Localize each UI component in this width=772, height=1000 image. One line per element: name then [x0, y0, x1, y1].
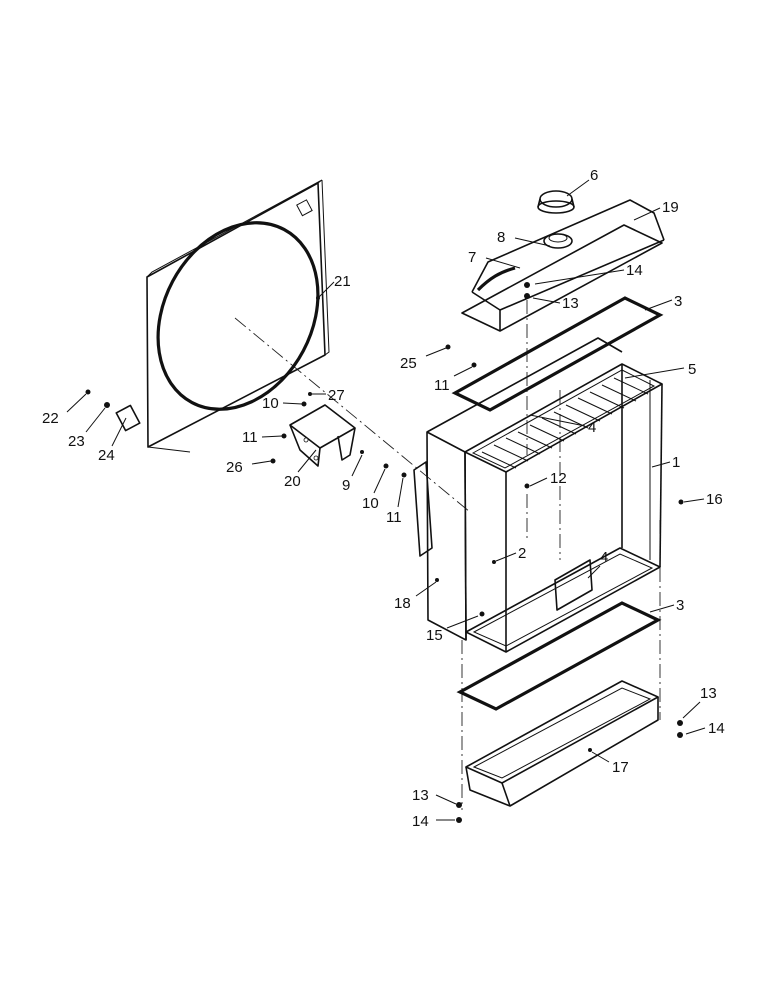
callout-11-bracket: 11 [242, 429, 258, 446]
callout-17: 17 [612, 759, 629, 776]
callout-10-side: 10 [362, 495, 379, 512]
mounting-bracket [289, 404, 356, 467]
callout-8: 8 [497, 229, 505, 246]
callout-14-top: 14 [626, 262, 643, 279]
callout-9: 9 [342, 477, 350, 494]
callout-23: 23 [68, 433, 85, 450]
callout-18: 18 [394, 595, 411, 612]
core-fins [481, 377, 649, 469]
side-seal [413, 461, 433, 557]
callout-20: 20 [284, 473, 301, 490]
filler-cap [537, 190, 575, 214]
callout-19: 19 [662, 199, 679, 216]
callout-25: 25 [400, 355, 417, 372]
bottom-gasket [456, 601, 662, 711]
callout-13-bottom: 13 [412, 787, 429, 804]
fasteners [85, 282, 684, 823]
callout-11-top: 11 [434, 377, 450, 394]
callout-7: 7 [468, 249, 476, 266]
callout-12: 12 [550, 470, 567, 487]
bottom-tank [465, 680, 659, 807]
callout-11-side: 11 [386, 509, 402, 526]
callout-24: 24 [98, 447, 115, 464]
callout-10-bracket: 10 [262, 395, 279, 412]
callout-2: 2 [518, 545, 526, 562]
callout-21: 21 [334, 273, 351, 290]
callout-15: 15 [426, 627, 443, 644]
callout-13-top: 13 [562, 295, 579, 312]
callout-14-right: 14 [708, 720, 725, 737]
callout-1: 1 [672, 454, 680, 471]
callout-3-top: 3 [674, 293, 682, 310]
callout-6: 6 [590, 167, 598, 184]
callouts: 6 19 8 7 14 13 3 21 25 11 5 27 10 22 23 … [42, 167, 725, 830]
callout-4-bottom: 4 [600, 549, 608, 566]
callout-26: 26 [226, 459, 243, 476]
callout-13-right: 13 [700, 685, 717, 702]
leader-lines [66, 179, 706, 821]
callout-3-bottom: 3 [676, 597, 684, 614]
radiator-core [426, 337, 663, 653]
fan-shroud [115, 179, 330, 453]
callout-14-bottom: 14 [412, 813, 429, 830]
callout-16: 16 [706, 491, 723, 508]
callout-5: 5 [688, 361, 696, 378]
top-gasket [451, 296, 664, 412]
callout-4-top: 4 [588, 419, 596, 436]
callout-27: 27 [328, 387, 345, 404]
callout-22: 22 [42, 410, 59, 427]
